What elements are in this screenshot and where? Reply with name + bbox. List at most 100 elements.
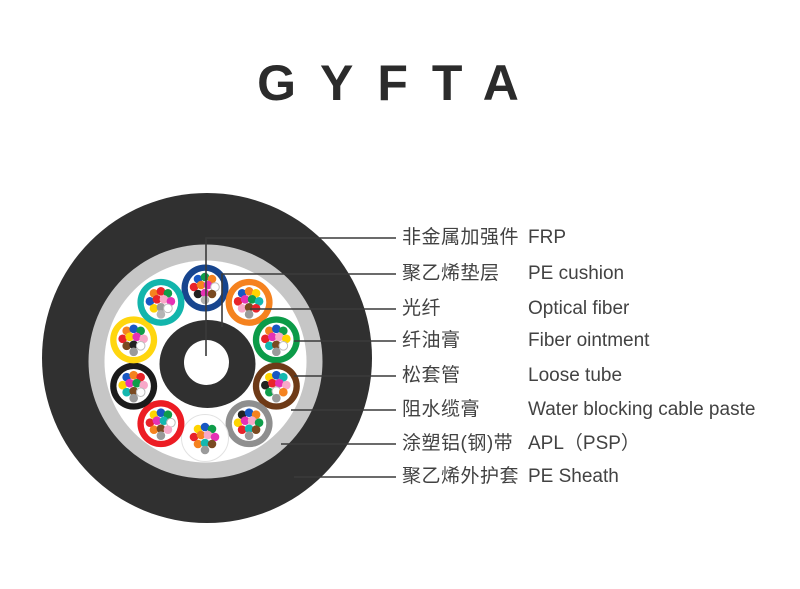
fiber-dot [282, 334, 291, 344]
leader-line-frp [205, 237, 396, 356]
fiber-dot [247, 295, 257, 304]
label-cn-apl-tape: 涂塑铝(钢)带 [402, 433, 514, 454]
fiber-dot [156, 310, 166, 319]
fiber-dot [129, 386, 138, 396]
fiber-dot [200, 288, 210, 298]
fiber-dot [244, 287, 254, 296]
label-cn-pe-cushion: 聚乙烯垫层 [402, 263, 500, 284]
fiber-dot [163, 303, 173, 314]
fiber-dot [152, 295, 162, 304]
fiber-dot [193, 289, 203, 299]
label-cn-optical-fiber: 光纤 [402, 298, 442, 319]
label-row-fiber-ointment: 纤油膏 Fiber ointment [402, 328, 800, 354]
label-cn-frp: 非金属加强件 [402, 227, 520, 248]
fiber-dot [122, 341, 131, 351]
fiber-dot [200, 445, 210, 455]
fiber-dot [200, 295, 210, 305]
fiber-dot [278, 341, 289, 351]
label-row-loose-tube: 松套管 Loose tube [402, 363, 800, 389]
fiber-dot [149, 425, 159, 434]
fiber-dot [244, 408, 254, 417]
page-title: GYFTA [257, 55, 543, 111]
fiber-dot [132, 378, 141, 388]
fiber-dot [244, 431, 254, 440]
fiber-dot [125, 332, 134, 342]
fiber-dot [196, 280, 206, 290]
label-row-pe-sheath: 聚乙烯外护套 PE Sheath [402, 464, 800, 490]
fiber-dot [139, 334, 148, 344]
fiber-dot [139, 380, 148, 390]
fiber-dot [135, 341, 146, 351]
fiber-dot [156, 408, 166, 417]
label-cn-water-blocking-paste: 阻水缆膏 [402, 399, 481, 420]
fiber-dot [272, 370, 281, 380]
fiber-dot [207, 439, 217, 449]
fiber-dot [254, 297, 264, 306]
label-row-pe-cushion: 聚乙烯垫层 PE cushion [402, 261, 800, 287]
fiber-dot [265, 341, 274, 351]
fiber-dot [261, 334, 270, 344]
fiber-dot [237, 425, 247, 434]
fiber-dot [132, 332, 141, 342]
fiber-dot [122, 387, 131, 397]
fiber-dot [268, 378, 277, 388]
label-row-water-blocking-paste: 阻水缆膏 Water blocking cable paste [402, 397, 800, 423]
fiber-dot [237, 304, 247, 313]
fiber-dot [261, 380, 270, 390]
fiber-dot [240, 416, 250, 425]
fiber-dot [129, 324, 138, 334]
label-en-pe-sheath: PE Sheath [528, 466, 619, 487]
label-en-water-blocking-paste: Water blocking cable paste [528, 399, 756, 420]
label-row-frp: 非金属加强件 FRP [402, 225, 800, 251]
fiber-dot [282, 380, 291, 390]
label-en-frp: FRP [528, 227, 566, 248]
fiber-dot [265, 387, 274, 397]
label-en-apl-tape: APL（PSP） [528, 433, 640, 454]
fiber-dot [268, 332, 277, 342]
fiber-dot [129, 340, 138, 350]
fiber-dot [247, 416, 257, 425]
fiber-dot [145, 297, 155, 306]
fiber-dot [163, 425, 173, 434]
fiber-dot [240, 295, 250, 304]
frp-center [184, 340, 229, 385]
fiber-dot [251, 425, 261, 434]
fiber-dot [189, 282, 199, 292]
fiber-dot [166, 297, 176, 306]
label-cn-loose-tube: 松套管 [402, 365, 461, 386]
fiber-dot [244, 424, 254, 433]
fiber-dot [233, 297, 243, 306]
fiber-dot [118, 380, 127, 390]
label-en-fiber-ointment: Fiber ointment [528, 330, 650, 351]
fiber-dot [275, 378, 284, 388]
fiber-dot [125, 378, 134, 388]
fiber-dot [275, 332, 284, 342]
fiber-dot [200, 438, 210, 448]
label-row-apl-tape: 涂塑铝(钢)带 APL（PSP） [402, 431, 800, 457]
fiber-dot [272, 340, 281, 350]
fiber-dot [193, 439, 203, 449]
fiber-dot [244, 310, 254, 319]
fiber-dot [118, 334, 127, 344]
fiber-dot [207, 289, 217, 299]
fiber-dot [272, 393, 281, 403]
label-en-loose-tube: Loose tube [528, 365, 623, 386]
fiber-dot [152, 416, 162, 425]
fiber-dot [279, 387, 288, 397]
fiber-dot [200, 422, 210, 432]
fiber-dot [254, 418, 264, 427]
fiber-dot [149, 304, 159, 313]
fiber-dot [156, 303, 166, 312]
label-cn-pe-sheath: 聚乙烯外护套 [402, 466, 520, 487]
fiber-dot [129, 347, 138, 357]
fiber-dot [129, 393, 138, 403]
fiber-dot [156, 424, 166, 433]
fiber-dot [156, 287, 166, 296]
fiber-dot [203, 430, 213, 440]
label-row-optical-fiber: 光纤 Optical fiber [402, 296, 800, 322]
fiber-dot [272, 347, 281, 357]
fiber-dot [135, 387, 146, 397]
fiber-dot [129, 370, 138, 380]
label-cn-fiber-ointment: 纤油膏 [402, 330, 461, 351]
